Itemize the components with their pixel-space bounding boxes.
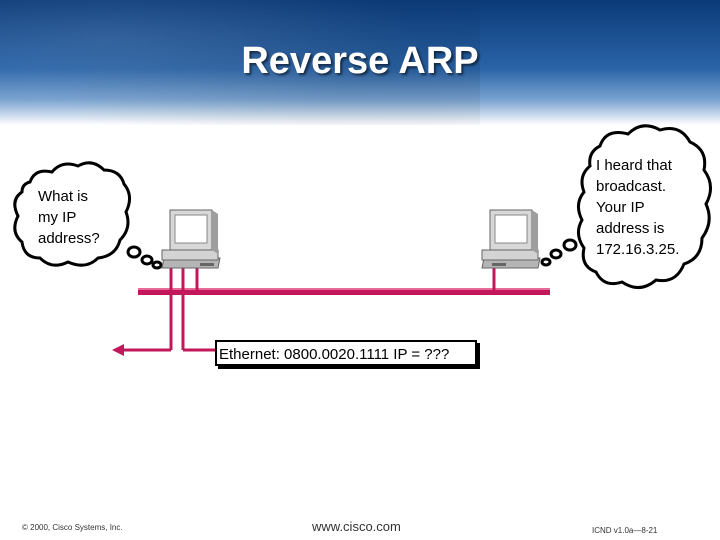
website-link[interactable]: www.cisco.com — [312, 519, 401, 534]
arrow-left-icon — [112, 344, 124, 356]
left-thought-bubble — [13, 161, 163, 270]
left-bubble-text: What is my IP address? — [38, 188, 100, 247]
right-thought-bubble — [540, 124, 712, 289]
workstation-icon — [481, 209, 541, 269]
broadcast-path — [122, 266, 496, 352]
workstation-icon — [161, 209, 221, 269]
ethernet-frame-label: Ethernet: 0800.0020.1111 IP = ??? — [215, 340, 477, 366]
right-bubble-text: I heard that broadcast. Your IP address … — [596, 157, 680, 258]
slide-title: Reverse ARP — [241, 40, 479, 82]
title-banner: Reverse ARP — [0, 0, 720, 125]
copyright-text: © 2000, Cisco Systems, Inc. — [22, 523, 123, 532]
course-code: ICND v1.0a—8-21 — [592, 526, 658, 535]
ethernet-bus — [138, 288, 550, 295]
